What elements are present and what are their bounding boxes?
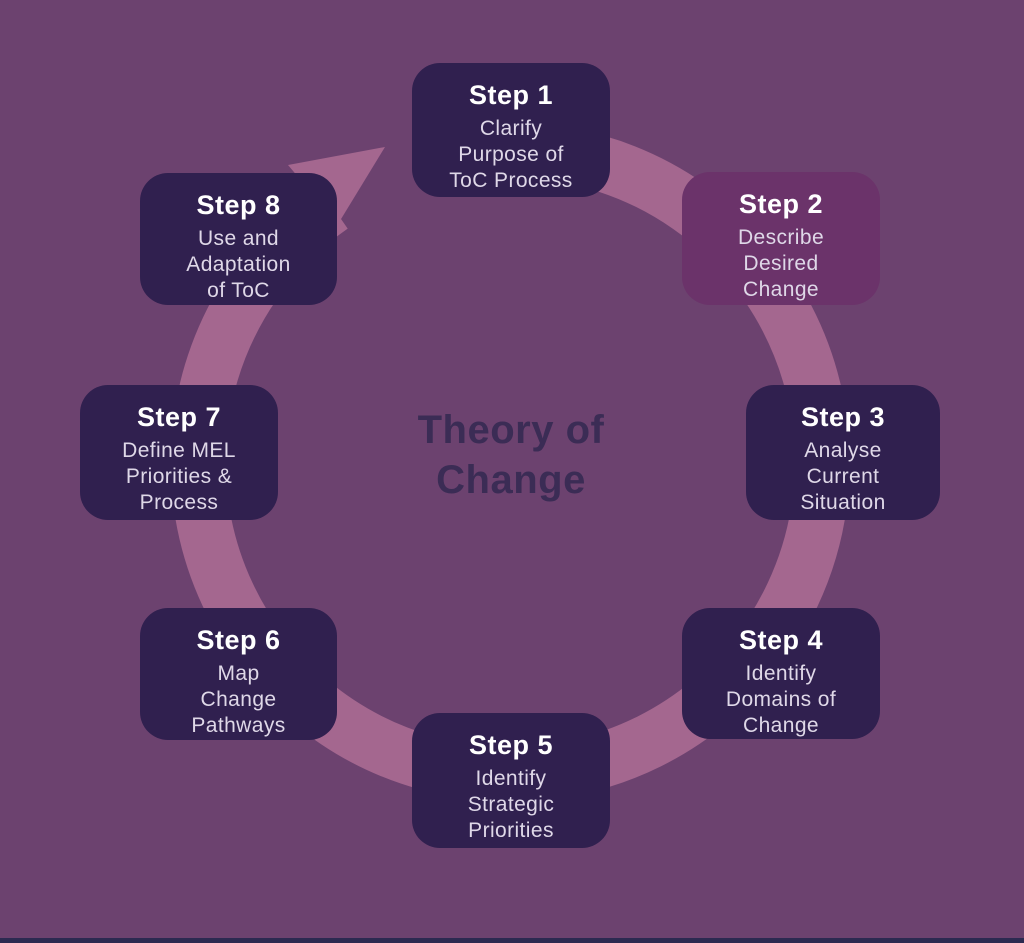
step-5-body: Identify Strategic Priorities	[467, 767, 555, 842]
step-7-label: Step 7	[136, 402, 222, 432]
step-4-body: Identify Domains of Change	[725, 662, 837, 737]
step-6-label: Step 6	[196, 625, 281, 655]
diagram-title: Theory of Change	[361, 405, 661, 505]
step-3-label: Step 3	[800, 402, 886, 432]
bottom-bar	[0, 938, 1024, 943]
step-7-card: Step 7 Define MEL Priorities & Process	[80, 385, 278, 520]
step-8-body: Use and Adaptation of ToC	[186, 227, 291, 302]
step-6-card: Step 6 Map Change Pathways	[140, 608, 337, 740]
step-8-card: Step 8 Use and Adaptation of ToC	[140, 173, 337, 305]
step-3-body: Analyse Current Situation	[800, 439, 886, 514]
step-1-label: Step 1	[468, 80, 554, 110]
step-3-card: Step 3 Analyse Current Situation	[746, 385, 940, 520]
step-4-label: Step 4	[738, 625, 824, 655]
step-2-label: Step 2	[738, 189, 824, 219]
diagram-title-line1: Theory of	[417, 408, 605, 452]
step-8-label: Step 8	[196, 190, 281, 220]
step-5-card: Step 5 Identify Strategic Priorities	[412, 713, 610, 848]
step-6-body: Map Change Pathways	[191, 662, 286, 737]
step-7-body: Define MEL Priorities & Process	[122, 439, 236, 514]
step-1-body: Clarify Purpose of ToC Process	[449, 117, 573, 192]
step-1-card: Step 1 Clarify Purpose of ToC Process	[412, 63, 610, 197]
diagram-title-line2: Change	[436, 458, 586, 502]
step-2-body: Describe Desired Change	[737, 226, 825, 301]
cycle-arrowhead-icon	[288, 147, 385, 224]
step-4-card: Step 4 Identify Domains of Change	[682, 608, 880, 739]
step-2-card: Step 2 Describe Desired Change	[682, 172, 880, 305]
step-5-label: Step 5	[468, 730, 554, 760]
